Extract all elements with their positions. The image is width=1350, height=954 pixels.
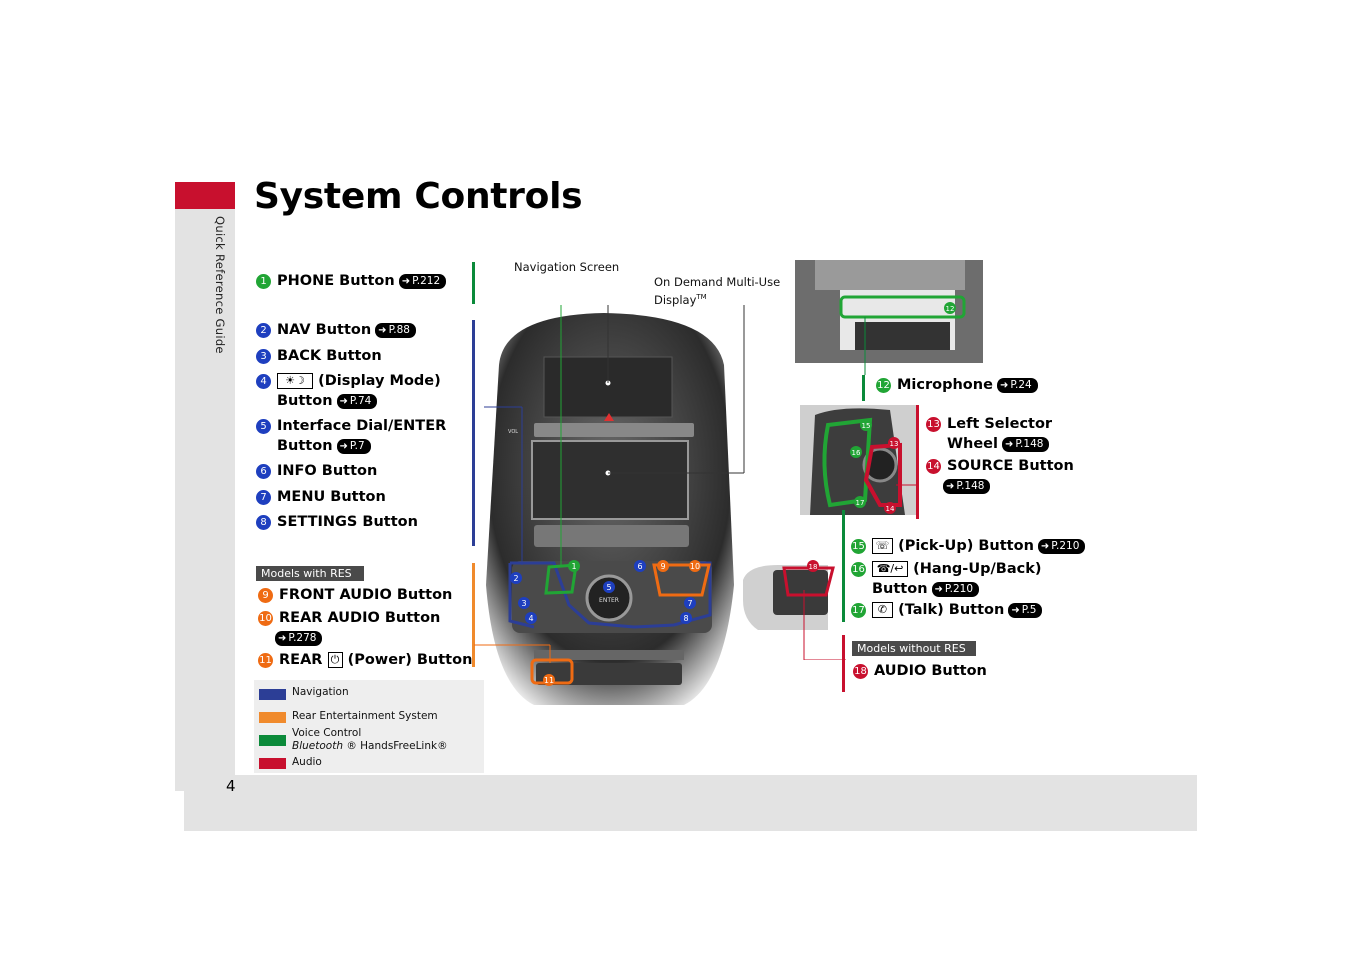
- svg-text:14: 14: [886, 505, 895, 513]
- page-ref-link[interactable]: P.210: [1037, 539, 1086, 554]
- legend-swatch-res: [259, 712, 286, 723]
- page-ref-link[interactable]: P.24: [996, 378, 1038, 393]
- svg-text:8: 8: [683, 614, 688, 623]
- svg-text:17: 17: [856, 499, 865, 507]
- legend-swatch-audio: [259, 758, 286, 769]
- pick-up-icon: ☏: [872, 538, 893, 554]
- audio-bar-wheel: [916, 405, 919, 519]
- page-number: 4: [226, 777, 236, 795]
- interface-dial: [585, 574, 633, 622]
- chapter-tab: [175, 182, 235, 209]
- hang-up-back-icon: ☎/↩: [872, 561, 908, 577]
- models-without-res-badge: Models without RES: [852, 641, 976, 656]
- hang-up-button-item: 16☎/↩ (Hang-Up/Back) ButtonP.210: [851, 559, 1041, 599]
- svg-text:12: 12: [946, 305, 955, 313]
- svg-text:ENTER: ENTER: [599, 597, 619, 604]
- res-bar: [472, 563, 475, 667]
- pick-up-button-item: 15☏ (Pick-Up) ButtonP.210: [851, 536, 1086, 556]
- talk-icon: ✆: [872, 602, 893, 618]
- svg-text:15: 15: [862, 422, 871, 430]
- svg-text:2: 2: [513, 574, 518, 583]
- power-icon: ⏻: [327, 652, 343, 668]
- legend-swatch-voice: [259, 735, 286, 746]
- svg-text:9: 9: [660, 562, 665, 571]
- side-strip: [175, 209, 235, 791]
- voice-control-bar-right: [842, 510, 845, 622]
- microphone-item: 12MicrophoneP.24: [876, 375, 1038, 395]
- svg-text:11: 11: [544, 676, 554, 685]
- svg-text:VOL: VOL: [508, 429, 518, 435]
- svg-text:3: 3: [521, 599, 526, 608]
- svg-text:1: 1: [571, 562, 576, 571]
- footer-strip: [184, 775, 1197, 831]
- talk-button-item: 17✆ (Talk) ButtonP.5: [851, 600, 1043, 620]
- page-ref-link[interactable]: P.148: [1001, 437, 1050, 452]
- page-ref-link[interactable]: P.88: [375, 323, 416, 338]
- svg-text:7: 7: [687, 599, 692, 608]
- svg-text:4: 4: [528, 614, 533, 623]
- svg-text:13: 13: [890, 440, 899, 448]
- navigation-screen-caption: Navigation Screen: [514, 260, 620, 274]
- page-ref-link[interactable]: P.7: [336, 439, 371, 454]
- side-label: Quick Reference Guide: [213, 216, 227, 354]
- svg-text:16: 16: [852, 449, 861, 457]
- legend: Navigation Rear Entertainment System Voi…: [254, 680, 484, 773]
- microphone-bar: [862, 375, 865, 401]
- page-ref-link[interactable]: P.5: [1008, 603, 1043, 618]
- legend-label: Rear Entertainment System: [292, 710, 438, 722]
- legend-swatch-navigation: [259, 689, 286, 700]
- display-mode-button-item: 4☀☽ (Display Mode) ButtonP.74: [256, 371, 441, 411]
- models-with-res-badge: Models with RES: [256, 566, 364, 581]
- svg-text:10: 10: [690, 562, 700, 571]
- display-mode-icon: ☀☽: [277, 373, 313, 389]
- page-ref-link[interactable]: P.148: [943, 479, 991, 494]
- legend-label: Navigation: [292, 686, 349, 698]
- page-title: System Controls: [254, 176, 583, 217]
- voice-control-bar: [472, 262, 475, 304]
- svg-text:18: 18: [809, 563, 818, 571]
- page-ref-link[interactable]: P.212: [398, 274, 447, 289]
- svg-text:6: 6: [637, 562, 642, 571]
- audio-bar: [842, 635, 845, 692]
- microphone-image: 12: [795, 260, 983, 375]
- page-ref-link[interactable]: P.210: [931, 582, 979, 597]
- lower-screen: [531, 440, 689, 520]
- legend-label: Audio: [292, 756, 322, 768]
- page-ref-link[interactable]: P.74: [336, 394, 378, 409]
- page-ref-link[interactable]: P.278: [275, 631, 323, 646]
- svg-text:5: 5: [606, 583, 611, 592]
- navigation-bar: [472, 320, 475, 546]
- steering-wheel-image: 15 16 17 13 14: [800, 405, 918, 515]
- center-console-image: ENTER VOL 1 2 3 4 5 6 7 8 9 10 11: [474, 305, 745, 705]
- audio-button-image: 18: [743, 560, 846, 660]
